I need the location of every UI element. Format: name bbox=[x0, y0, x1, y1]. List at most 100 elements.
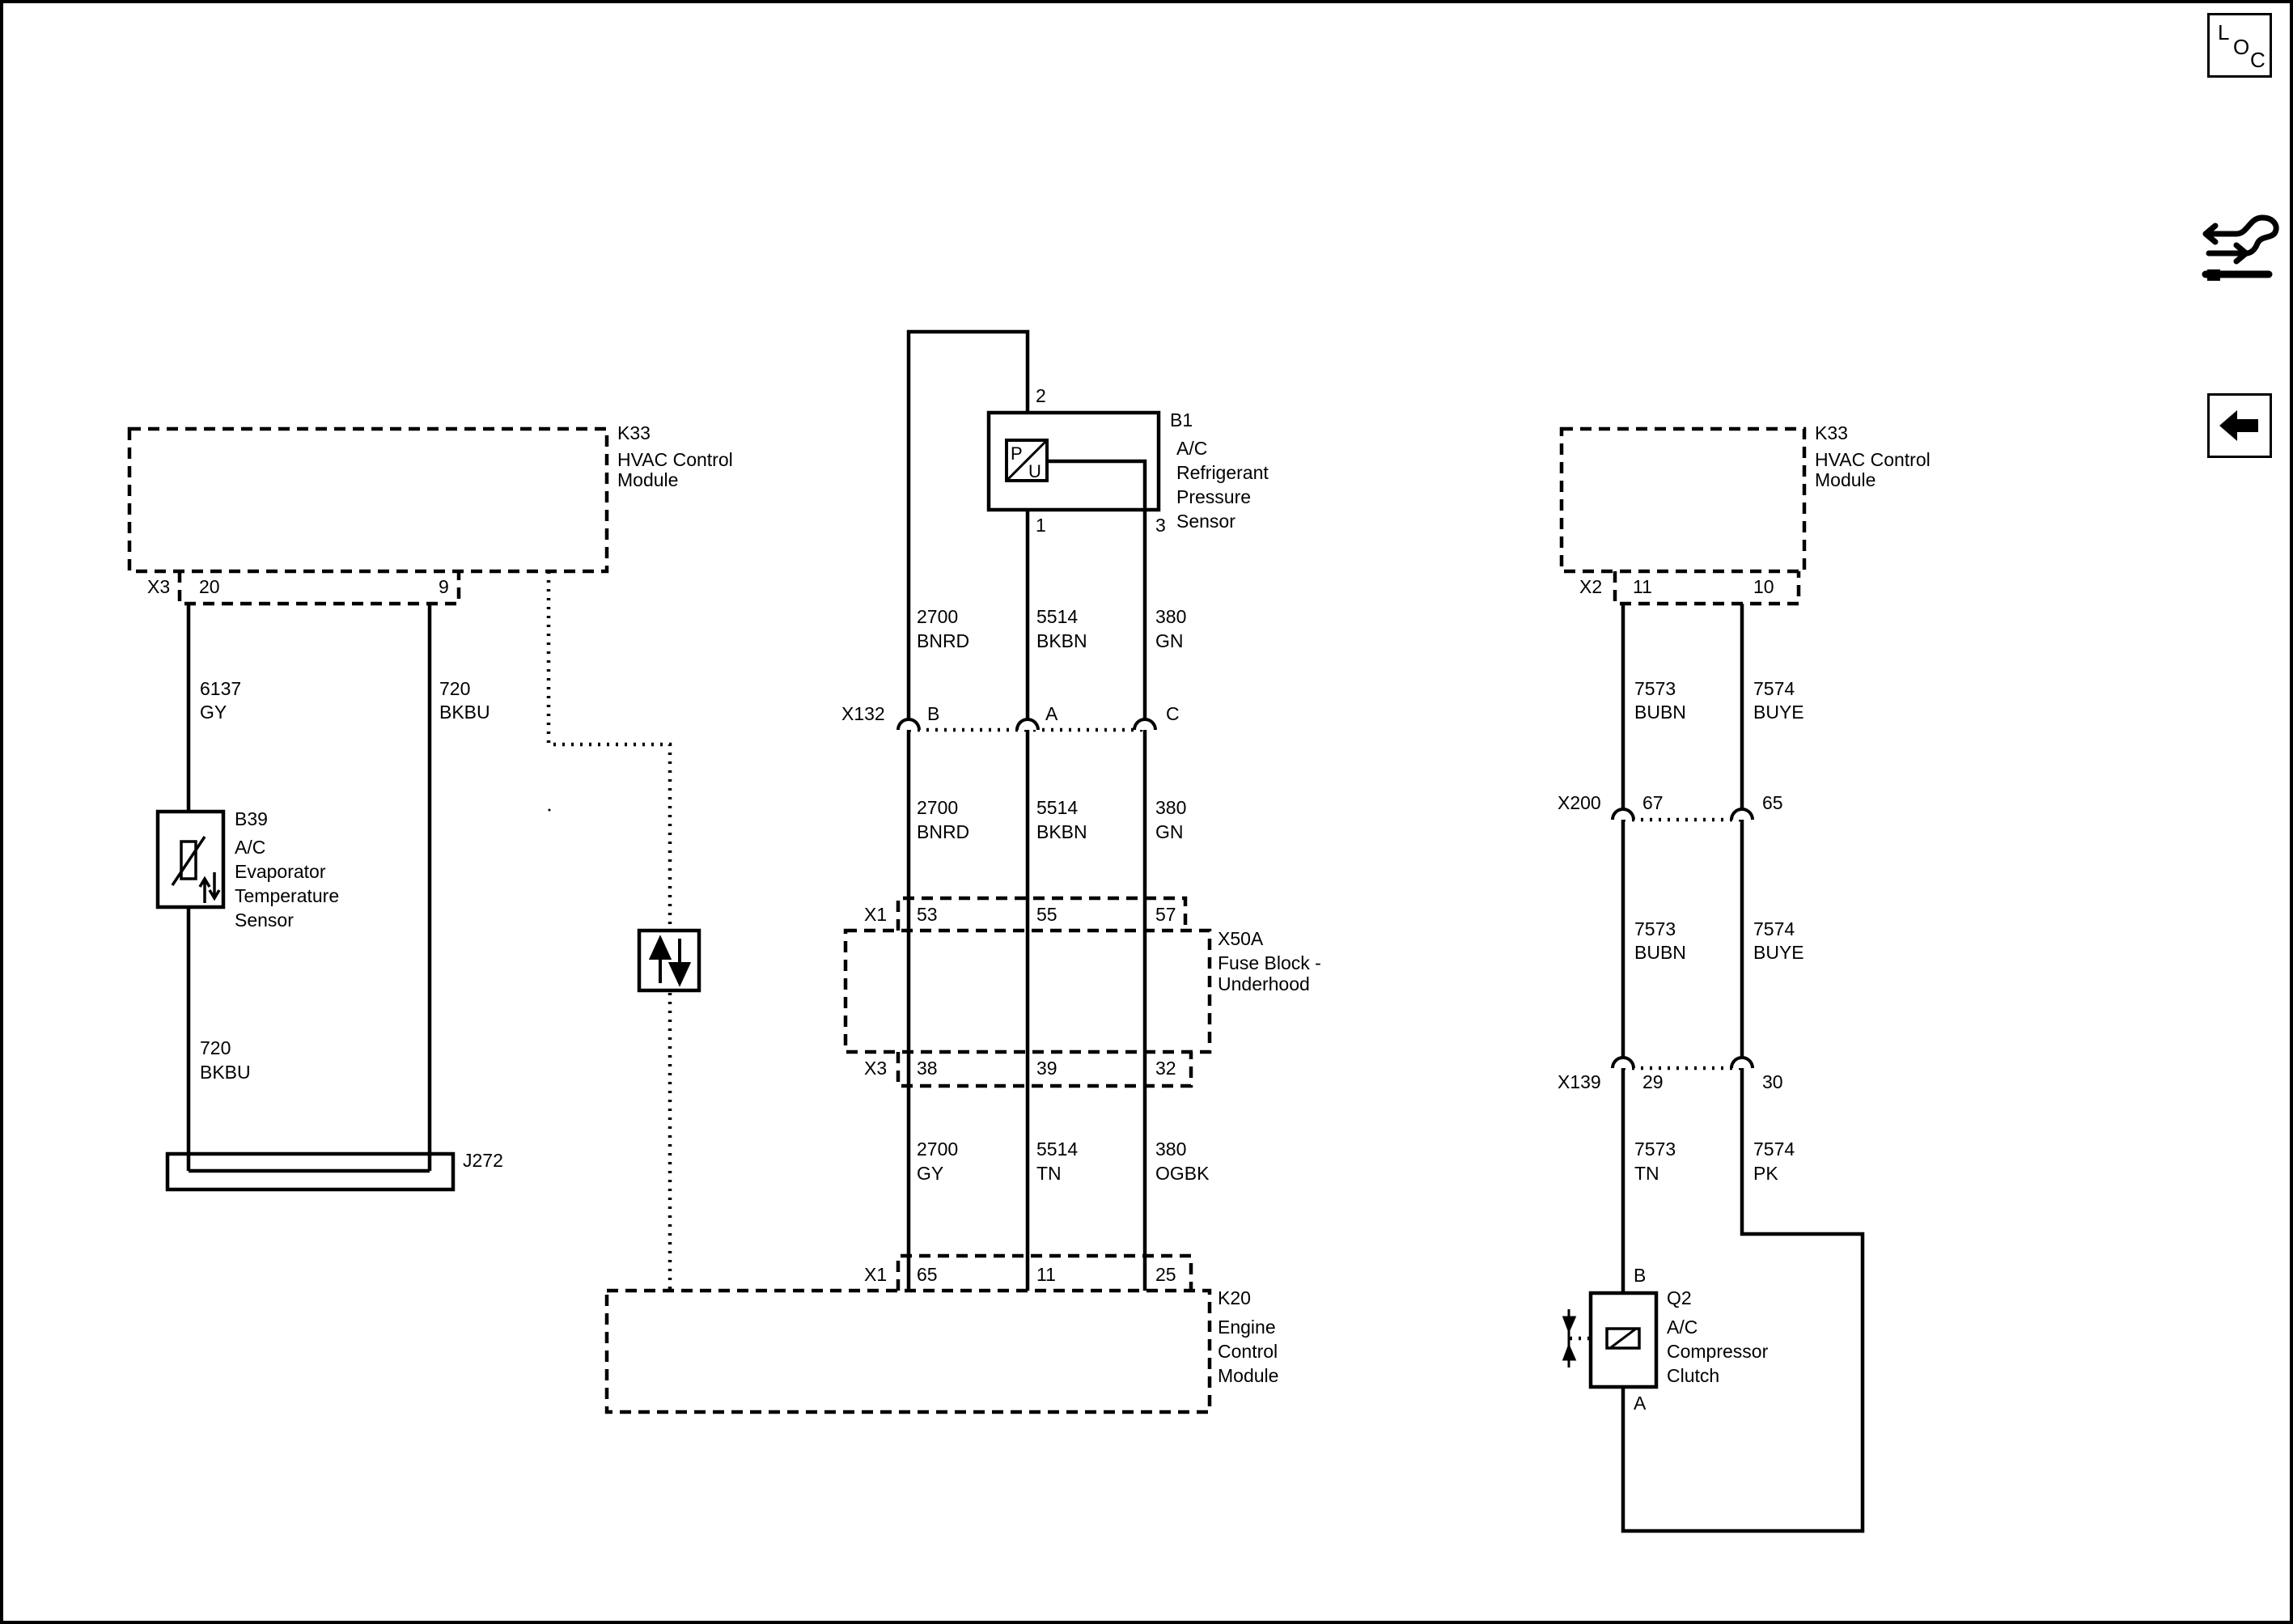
x200-pin-65: 65 bbox=[1762, 792, 1783, 813]
x50a-pin-57: 57 bbox=[1155, 904, 1176, 925]
x200-pin-65-symbol bbox=[1730, 808, 1754, 820]
x139-pin-30: 30 bbox=[1762, 1071, 1783, 1092]
right-middle-7573-circuit: 7573 bbox=[1634, 918, 1676, 939]
mid-upper-380-color: GN bbox=[1155, 630, 1184, 651]
loc-letter-l: L bbox=[2218, 20, 2230, 45]
connector-view-button[interactable] bbox=[2201, 206, 2282, 287]
x132-pin-c-symbol bbox=[1133, 718, 1157, 731]
k20-engine-control-module[interactable] bbox=[604, 1288, 1212, 1414]
b1-pin-3: 3 bbox=[1155, 515, 1166, 536]
mid-lower-5514-color: TN bbox=[1036, 1163, 1062, 1184]
mid-lower-2700-color: GY bbox=[917, 1163, 943, 1184]
x50a-pin-39: 39 bbox=[1036, 1058, 1057, 1079]
k33-right-pin-11: 11 bbox=[1633, 576, 1652, 597]
k20-pin-11: 11 bbox=[1036, 1264, 1056, 1285]
x50a-pin-53: 53 bbox=[917, 904, 938, 925]
mid-middle-5514-color: BKBN bbox=[1036, 821, 1087, 842]
x50a-name-1: Fuse Block - bbox=[1218, 952, 1321, 973]
k20-ref: K20 bbox=[1218, 1287, 1251, 1308]
serial-data-box[interactable] bbox=[637, 928, 701, 993]
temperature-arrows-icon bbox=[198, 872, 221, 903]
loc-letter-o: O bbox=[2233, 35, 2250, 59]
k20-name-3: Module bbox=[1218, 1365, 1278, 1386]
k20-pin-25: 25 bbox=[1155, 1264, 1176, 1285]
x139-pin-29-symbol bbox=[1611, 1056, 1635, 1069]
b1-name-3: Pressure bbox=[1176, 486, 1251, 507]
j272-ref: J272 bbox=[463, 1150, 503, 1171]
wire-6137-color: GY bbox=[200, 702, 227, 723]
pressure-sensor-slash bbox=[1005, 439, 1049, 482]
k33-right-pin-10: 10 bbox=[1753, 576, 1774, 597]
wire-720-lower-color: BKBU bbox=[200, 1062, 251, 1083]
k33-right-name-2: Module bbox=[1815, 469, 1876, 490]
mid-lower-5514-circuit: 5514 bbox=[1036, 1138, 1078, 1160]
wire-6137-circuit: 6137 bbox=[200, 678, 241, 699]
x50a-pin-38: 38 bbox=[917, 1058, 938, 1079]
location-button[interactable]: L O C bbox=[2207, 13, 2272, 78]
x200-pin-67: 67 bbox=[1642, 792, 1664, 813]
serial-data-line[interactable] bbox=[546, 571, 672, 1291]
j272-splice[interactable] bbox=[165, 1151, 456, 1192]
left-circuit: K33 HVAC Control Module X3 20 9 6137 GY … bbox=[127, 422, 733, 1291]
mid-upper-5514-color: BKBN bbox=[1036, 630, 1087, 651]
wire-connector-icon bbox=[2202, 214, 2279, 281]
x50a-top-connector-label: X1 bbox=[864, 904, 887, 925]
k33-right-ref: K33 bbox=[1815, 422, 1848, 443]
b1-pin-1: 1 bbox=[1036, 515, 1046, 536]
wire-2700[interactable] bbox=[906, 329, 1030, 1291]
x139-pin-29: 29 bbox=[1642, 1071, 1664, 1092]
right-lower-7573-color: TN bbox=[1634, 1163, 1659, 1184]
x50a-pin-55: 55 bbox=[1036, 904, 1057, 925]
b1-name-2: Refrigerant bbox=[1176, 462, 1269, 483]
right-lower-7574-color: PK bbox=[1753, 1163, 1778, 1184]
x139-pin-30-symbol bbox=[1730, 1056, 1754, 1069]
bidirectional-arrows-icon bbox=[648, 935, 692, 987]
q2-name-1: A/C bbox=[1667, 1317, 1697, 1338]
x139-ref: X139 bbox=[1558, 1071, 1601, 1092]
k20-pin-65: 65 bbox=[917, 1264, 938, 1285]
k33-left-ref: K33 bbox=[617, 422, 651, 443]
k20-name-2: Control bbox=[1218, 1341, 1278, 1362]
mid-lower-2700-circuit: 2700 bbox=[917, 1138, 958, 1160]
b39-ref: B39 bbox=[235, 808, 268, 829]
back-button[interactable] bbox=[2207, 393, 2272, 458]
q2-name-2: Compressor bbox=[1667, 1341, 1769, 1362]
stray-dot bbox=[548, 808, 551, 812]
b1-ref: B1 bbox=[1170, 409, 1193, 430]
q2-ref: Q2 bbox=[1667, 1287, 1692, 1308]
middle-circuit: P U B1 A/C Refrigerant Pressure Sensor 2… bbox=[604, 329, 1321, 1414]
right-middle-7573-color: BUBN bbox=[1634, 942, 1686, 963]
x50a-bottom-connector-label: X3 bbox=[864, 1058, 887, 1079]
k33-left-name-1: HVAC Control bbox=[617, 449, 733, 470]
x50a-top-connector bbox=[896, 896, 1188, 931]
x200-pin-67-symbol bbox=[1611, 808, 1635, 820]
b1-sensor-box[interactable] bbox=[986, 410, 1161, 512]
k33-right-connector-label: X2 bbox=[1579, 576, 1602, 597]
b39-name-3: Temperature bbox=[235, 885, 339, 906]
x50a-pin-32: 32 bbox=[1155, 1058, 1176, 1079]
mid-middle-2700-color: BNRD bbox=[917, 821, 969, 842]
right-lower-7574-circuit: 7574 bbox=[1753, 1138, 1795, 1160]
mid-upper-2700-circuit: 2700 bbox=[917, 606, 958, 627]
b1-name-4: Sensor bbox=[1176, 511, 1236, 532]
mid-lower-380-circuit: 380 bbox=[1155, 1138, 1186, 1160]
thermistor-slash-icon bbox=[171, 836, 206, 886]
k33-right-name-1: HVAC Control bbox=[1815, 449, 1931, 470]
k33-left-box[interactable] bbox=[127, 426, 609, 574]
right-lower-7573-circuit: 7573 bbox=[1634, 1138, 1676, 1160]
x50a-bottom-connector bbox=[896, 1052, 1193, 1088]
k33-left-pin-20: 20 bbox=[199, 576, 220, 597]
x132-pin-c: C bbox=[1166, 703, 1180, 724]
right-upper-7573-color: BUBN bbox=[1634, 702, 1686, 723]
loc-letter-c: C bbox=[2250, 48, 2265, 72]
right-middle-7574-circuit: 7574 bbox=[1753, 918, 1795, 939]
x50a-ref: X50A bbox=[1218, 928, 1264, 949]
mid-middle-380-circuit: 380 bbox=[1155, 797, 1186, 818]
k33-right-box[interactable] bbox=[1559, 426, 1807, 574]
mid-upper-2700-color: BNRD bbox=[917, 630, 969, 651]
pressure-symbol-p: P bbox=[1011, 443, 1023, 464]
k33-left-pin-9: 9 bbox=[439, 576, 449, 597]
mid-middle-5514-circuit: 5514 bbox=[1036, 797, 1078, 818]
